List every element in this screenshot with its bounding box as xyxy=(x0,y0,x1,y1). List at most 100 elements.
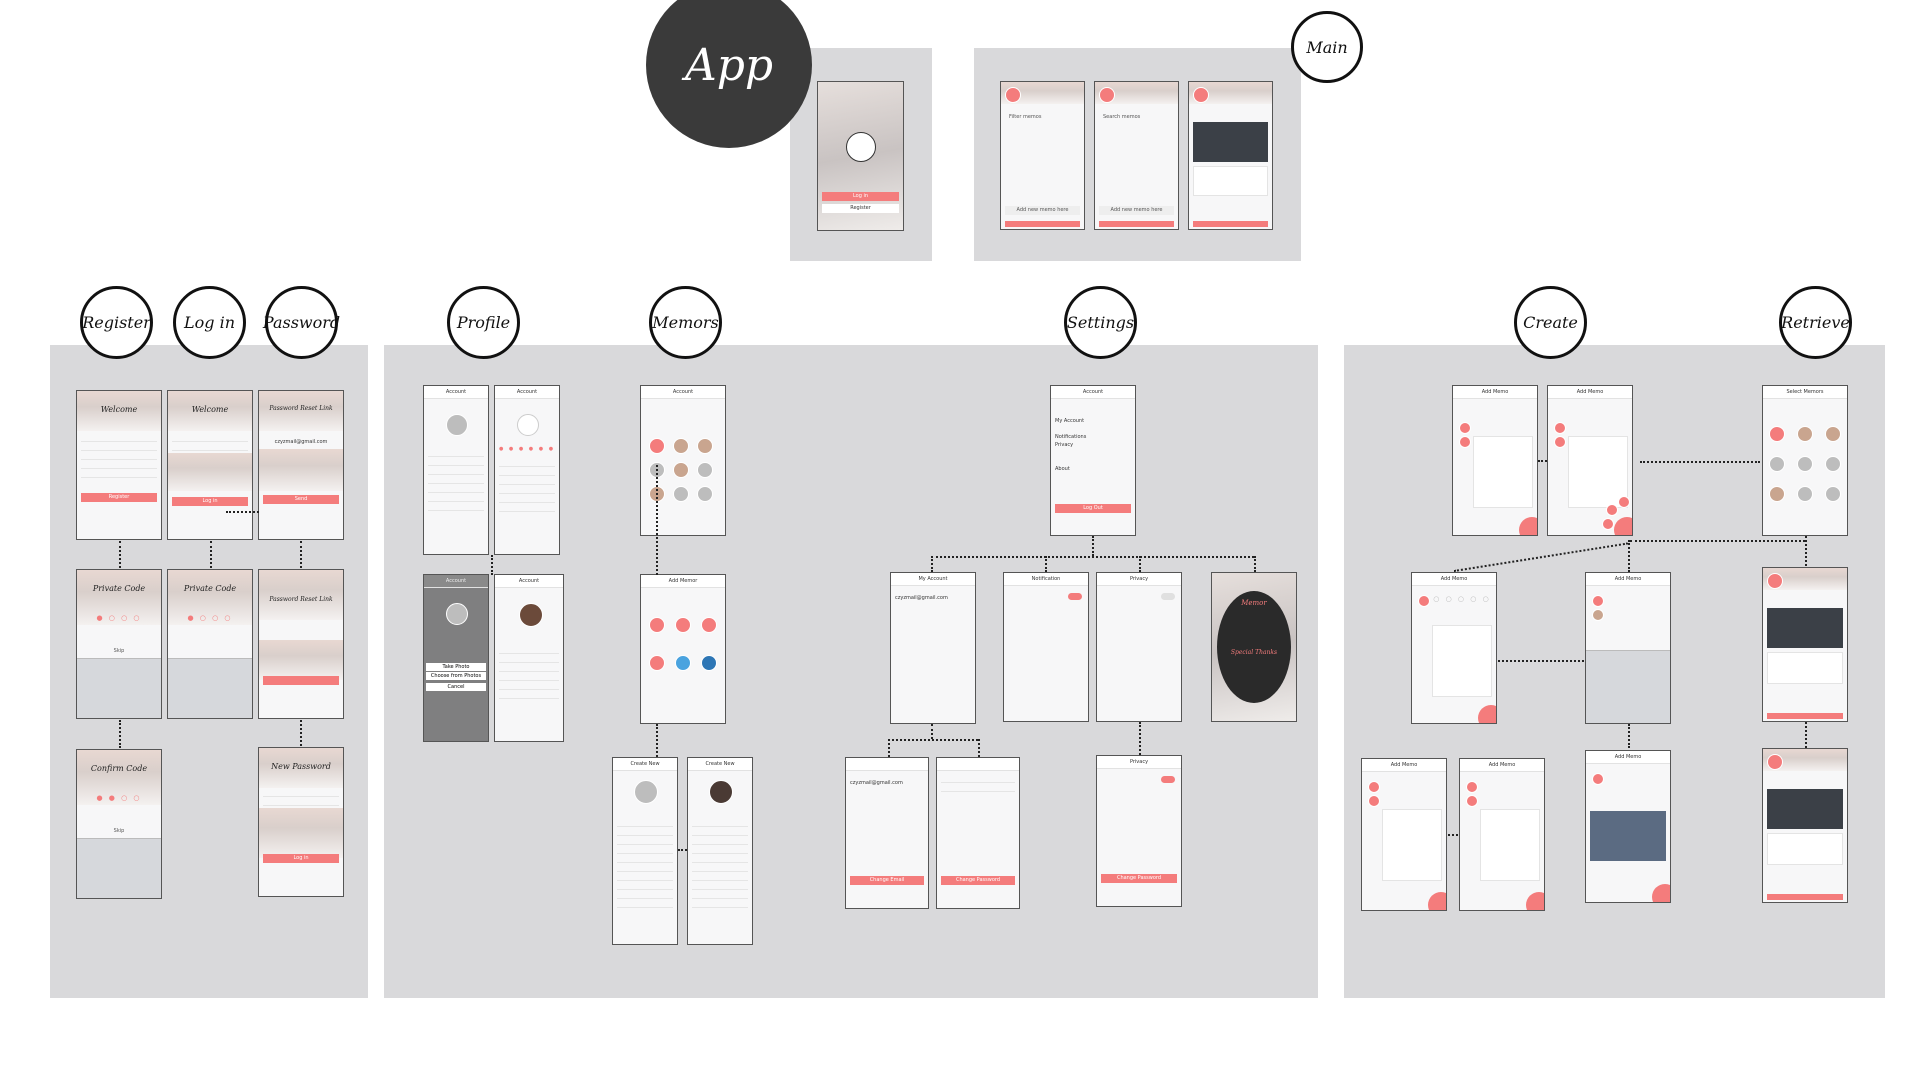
change-password-button[interactable]: Change Password xyxy=(941,876,1015,885)
profile-account-screen-1[interactable]: Account xyxy=(423,385,489,555)
twitter-icon[interactable] xyxy=(675,655,691,671)
memor-avatar[interactable] xyxy=(1769,486,1785,502)
new-memor-avatar[interactable] xyxy=(634,780,658,804)
profile-account-screen-2[interactable]: Account ● ● ● ● ● ● xyxy=(494,385,560,555)
add-memo-screen-4[interactable]: Add Memo xyxy=(1361,758,1447,911)
add-memo-screen-photo[interactable]: Add Memo xyxy=(1585,750,1671,903)
memor-avatar[interactable] xyxy=(673,486,689,502)
add-memor-screen[interactable]: Add Memor xyxy=(640,574,726,724)
add-memo-screen-5[interactable]: Add Memo xyxy=(1459,758,1545,911)
private-code-toggle[interactable] xyxy=(1161,593,1175,600)
profile-avatar[interactable] xyxy=(517,414,539,436)
memor-avatar[interactable] xyxy=(673,438,689,454)
memors-account-screen[interactable]: Account xyxy=(640,385,726,536)
retrieve-main-screen-2[interactable] xyxy=(1762,748,1848,903)
linkedin-icon[interactable] xyxy=(701,655,717,671)
private-code-toggle[interactable] xyxy=(1161,776,1175,783)
splash-screen[interactable]: Log in Register xyxy=(817,81,904,231)
memor-select-icon[interactable] xyxy=(1554,436,1566,448)
add-memo-screen-1[interactable]: Add Memo xyxy=(1452,385,1538,536)
memor-avatar[interactable] xyxy=(1797,426,1813,442)
main-avatar[interactable] xyxy=(1767,573,1783,589)
new-memor-avatar[interactable] xyxy=(709,780,733,804)
main-bottom-bar[interactable] xyxy=(1193,221,1268,227)
add-new-memo-bar[interactable]: Add new memo here xyxy=(1005,206,1080,215)
email-value[interactable]: czyzmail@gmail.com xyxy=(895,595,948,601)
send-button[interactable]: Send xyxy=(263,495,339,504)
change-password-button[interactable]: Change Password xyxy=(1101,874,1177,883)
memor-dots[interactable]: ○ ○ ○ ○ ○ xyxy=(1428,595,1496,603)
private-code-screen-1[interactable]: Private Code ● ○ ○ ○ Skip xyxy=(76,569,162,719)
memor-select-icon[interactable] xyxy=(1592,595,1604,607)
memor-select-icon[interactable] xyxy=(1466,795,1478,807)
memor-avatar[interactable] xyxy=(1825,426,1841,442)
fab-menu-item[interactable] xyxy=(1606,504,1618,516)
add-fab[interactable] xyxy=(1652,884,1671,903)
memor-select-icon[interactable] xyxy=(1368,795,1380,807)
memo-text-area[interactable] xyxy=(1432,625,1492,697)
facebook-icon[interactable] xyxy=(649,655,665,671)
new-password-screen[interactable]: New Password Log in xyxy=(258,747,344,897)
main-bottom-bar[interactable] xyxy=(1767,713,1843,719)
add-memo-screen-2[interactable]: Add Memo xyxy=(1547,385,1633,536)
memor-avatar[interactable] xyxy=(1797,456,1813,472)
add-fab[interactable] xyxy=(1614,517,1633,536)
numeric-keypad[interactable] xyxy=(77,658,161,718)
main-screen-1[interactable]: Filter memos Add new memo here xyxy=(1000,81,1085,230)
memor-avatar[interactable] xyxy=(673,462,689,478)
create-new-icon[interactable] xyxy=(649,617,665,633)
add-memo-screen-keyboard[interactable]: Add Memo xyxy=(1585,572,1671,724)
numeric-keypad[interactable] xyxy=(77,838,161,898)
memor-select-icon[interactable] xyxy=(1466,781,1478,793)
login-button[interactable]: Log in xyxy=(172,497,248,506)
private-code-screen-2[interactable]: Private Code ● ○ ○ ○ xyxy=(167,569,253,719)
main-avatar[interactable] xyxy=(1767,754,1783,770)
change-email-screen[interactable]: czyzmail@gmail.com Change Email xyxy=(845,757,929,909)
memor-avatar[interactable] xyxy=(697,462,713,478)
log-out-button[interactable]: Log Out xyxy=(1055,504,1131,513)
main-avatar[interactable] xyxy=(1193,87,1209,103)
change-email-button[interactable]: Change Email xyxy=(850,876,924,885)
push-notification-toggle[interactable] xyxy=(1068,593,1082,600)
profile-account-screen-3[interactable]: Account xyxy=(494,574,564,742)
main-screen-2[interactable]: Search memos Add new memo here xyxy=(1094,81,1179,230)
splash-login-button[interactable]: Log in xyxy=(822,192,899,201)
memor-select-icon[interactable] xyxy=(1368,781,1380,793)
cancel-option[interactable]: Cancel xyxy=(426,683,486,691)
retrieve-main-screen-1[interactable] xyxy=(1762,567,1848,722)
notification-row[interactable]: Notifications xyxy=(1055,434,1086,440)
memor-avatar[interactable] xyxy=(1825,486,1841,502)
resend-button[interactable] xyxy=(263,676,339,685)
new-memor-fields[interactable] xyxy=(617,818,673,908)
register-fields[interactable] xyxy=(81,433,157,478)
confirm-code-screen[interactable]: Confirm Code ● ● ○ ○ Skip xyxy=(76,749,162,899)
create-new-memor-screen-1[interactable]: Create New xyxy=(612,757,678,945)
contacts-icon[interactable] xyxy=(675,617,691,633)
take-photo-option[interactable]: Take Photo xyxy=(426,663,486,671)
qwerty-keyboard[interactable] xyxy=(1586,650,1670,723)
add-memo-screen-3[interactable]: Add Memo ○ ○ ○ ○ ○ xyxy=(1411,572,1497,724)
skip-label[interactable]: Skip xyxy=(77,648,161,654)
fab-menu-item[interactable] xyxy=(1602,518,1614,530)
memor-select-icon[interactable] xyxy=(1554,422,1566,434)
privacy-code-screen[interactable]: Privacy Change Password xyxy=(1096,755,1182,907)
memor-select-icon[interactable] xyxy=(1459,422,1471,434)
about-screen[interactable]: Memor Special Thanks xyxy=(1211,572,1297,722)
main-bottom-bar[interactable] xyxy=(1767,894,1843,900)
change-password-screen[interactable]: Change Password xyxy=(936,757,1020,909)
splash-register-button[interactable]: Register xyxy=(822,204,899,213)
settings-account-screen[interactable]: Account My Account Notifications Privacy… xyxy=(1050,385,1136,536)
password-reset-screen-2[interactable]: Password Reset Link xyxy=(258,569,344,719)
register-screen[interactable]: Welcome Register xyxy=(76,390,162,540)
memor-avatar[interactable] xyxy=(697,438,713,454)
add-memor-icon[interactable] xyxy=(649,438,665,454)
register-button[interactable]: Register xyxy=(81,493,157,502)
memor-avatar[interactable] xyxy=(697,486,713,502)
memor-avatar[interactable] xyxy=(1825,456,1841,472)
fab-menu-item[interactable] xyxy=(1618,496,1630,508)
email-value[interactable]: czyzmail@gmail.com xyxy=(850,780,903,786)
login-fields[interactable] xyxy=(172,433,248,451)
add-fab[interactable] xyxy=(1519,517,1538,536)
main-screen-3[interactable] xyxy=(1188,81,1273,230)
login-screen[interactable]: Welcome Log in xyxy=(167,390,253,540)
